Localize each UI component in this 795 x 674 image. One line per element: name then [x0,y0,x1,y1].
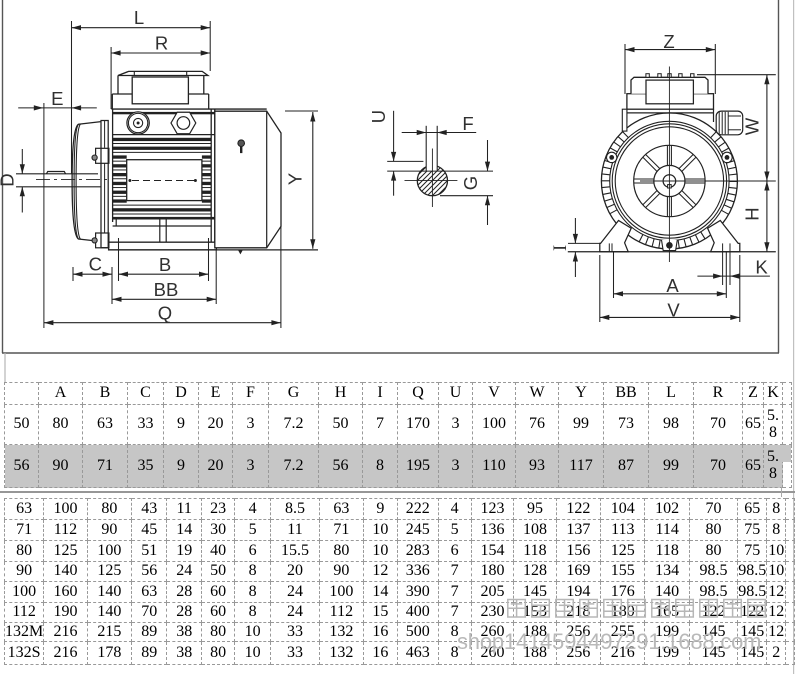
svg-text:V: V [667,299,680,320]
svg-text:H: H [742,207,763,220]
svg-text:Q: Q [158,303,172,324]
svg-text:A: A [666,275,679,296]
svg-text:D: D [0,173,18,186]
svg-text:Z: Z [663,31,674,52]
svg-text:R: R [155,33,168,54]
svg-text:K: K [755,257,768,278]
svg-text:C: C [89,254,102,275]
svg-text:U: U [368,110,389,123]
svg-text:BB: BB [154,279,179,300]
svg-text:Y: Y [285,173,306,185]
svg-text:I: I [551,245,571,251]
svg-text:G: G [460,176,481,190]
svg-text:E: E [51,88,63,109]
svg-text:W: W [742,117,763,135]
svg-text:L: L [134,7,144,28]
svg-text:F: F [462,113,473,134]
svg-text:B: B [159,254,171,275]
